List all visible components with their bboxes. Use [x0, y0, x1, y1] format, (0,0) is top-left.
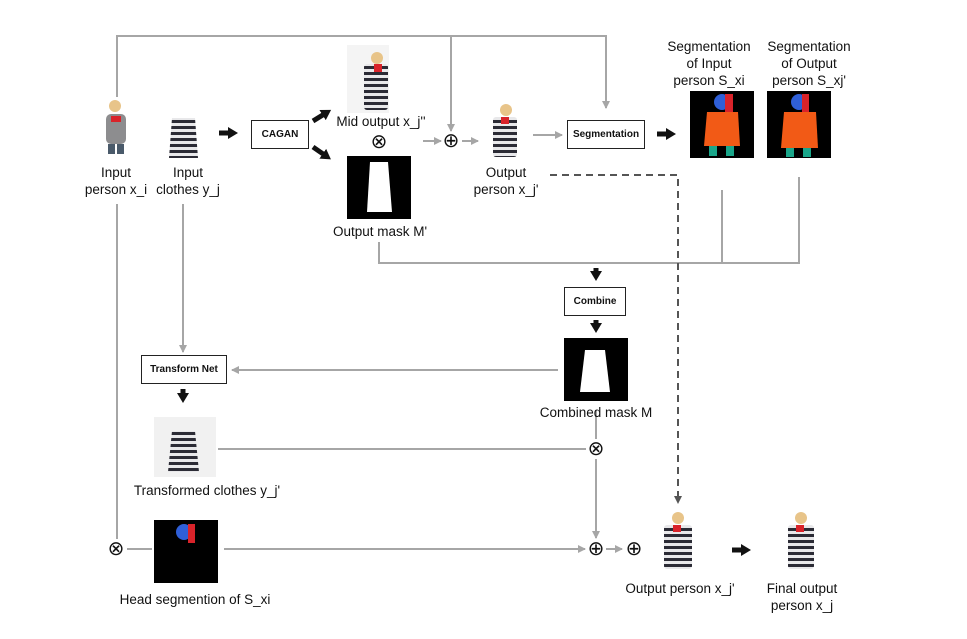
segmentation-output-label-line2: of Output — [781, 56, 837, 71]
final-output-label-line2: person x_j — [770, 598, 834, 613]
cagan-box: CAGAN — [251, 120, 309, 149]
transformed-clothes-label: Transformed clothes y_j' — [133, 483, 281, 498]
transformed-clothes-image — [154, 417, 216, 477]
combined-mask-label: Combined mask M — [539, 405, 653, 420]
segmentation-output-label: Segmentation of Output person S_xj' — [759, 38, 859, 89]
output-person-label-line1: Output — [485, 165, 527, 180]
output-mask-label: Output mask M' — [332, 224, 428, 239]
gray-connectors — [116, 35, 800, 553]
output-person-bottom-label: Output person x_j' — [625, 581, 735, 596]
final-output-image — [788, 512, 814, 569]
output-mask-image — [347, 156, 411, 219]
black-arrows — [177, 109, 751, 556]
input-person-label-line1: Input — [100, 165, 132, 180]
segmentation-input-label-line3: person S_xi — [673, 73, 745, 88]
mid-output-image — [347, 45, 389, 113]
segmentation-input-image — [690, 91, 754, 158]
segmentation-box: Segmentation — [567, 120, 645, 149]
output-person-bottom-image — [664, 512, 692, 569]
input-person-label: Input person x_i — [76, 164, 156, 198]
segmentation-input-label-line1: Segmentation — [667, 39, 751, 54]
otimes-symbol-mid: ⊗ — [370, 131, 388, 153]
dashed-connector — [550, 174, 682, 504]
output-person-label-line2: person x_j' — [473, 182, 539, 197]
segmentation-output-label-line3: person S_xj' — [772, 73, 846, 88]
input-person-label-line2: person x_i — [84, 182, 148, 197]
final-output-label-line1: Final output — [766, 581, 838, 596]
head-segmentation-image — [154, 520, 218, 583]
oplus-symbol-top: ⊕ — [442, 130, 460, 152]
oplus-symbol-bottom-2: ⊕ — [625, 538, 643, 560]
head-segmentation-label: Head segmention of S_xi — [119, 592, 271, 607]
oplus-symbol-bottom-1: ⊕ — [587, 538, 605, 560]
input-clothes-label: Input clothes y_j — [148, 164, 228, 198]
input-clothes-image — [169, 118, 198, 158]
mid-output-label: Mid output x_j'' — [336, 114, 426, 129]
otimes-symbol-right: ⊗ — [587, 438, 605, 460]
segmentation-output-label-line1: Segmentation — [767, 39, 851, 54]
final-output-label: Final output person x_j — [752, 580, 852, 614]
input-clothes-label-line2: clothes y_j — [156, 182, 220, 197]
segmentation-input-label-line2: of Input — [686, 56, 732, 71]
input-person-image — [106, 100, 126, 154]
transform-net-box: Transform Net — [141, 355, 227, 384]
output-person-label: Output person x_j' — [466, 164, 546, 198]
input-clothes-label-line1: Input — [172, 165, 204, 180]
otimes-symbol-left: ⊗ — [107, 538, 125, 560]
output-person-top-image — [493, 104, 517, 157]
segmentation-output-image — [767, 91, 831, 158]
segmentation-input-label: Segmentation of Input person S_xi — [661, 38, 757, 89]
combined-mask-image — [564, 338, 628, 401]
combine-box: Combine — [564, 287, 626, 316]
